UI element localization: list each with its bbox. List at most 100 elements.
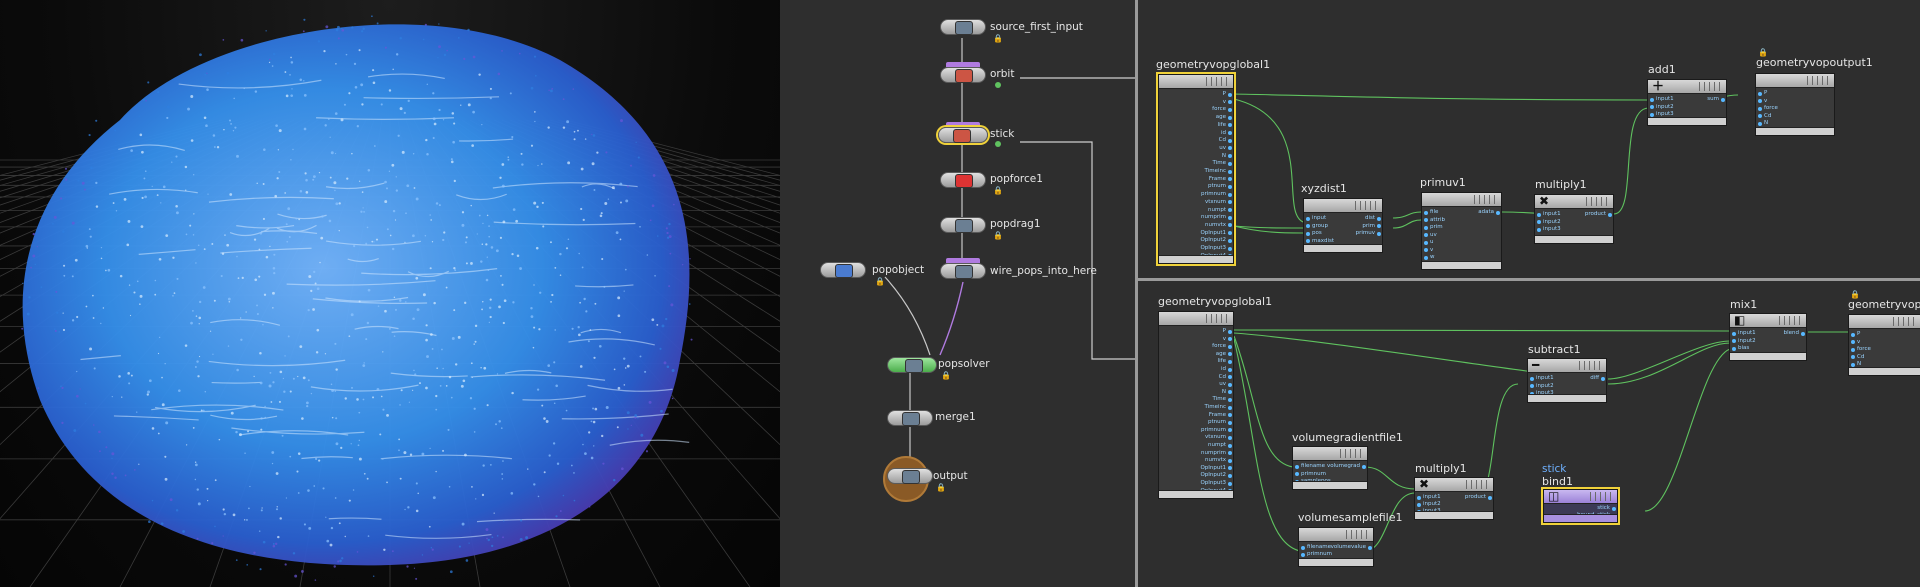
input-port[interactable]: [1424, 225, 1428, 230]
output-port[interactable]: [1228, 131, 1232, 135]
output-port[interactable]: [1228, 169, 1232, 174]
input-port[interactable]: [1758, 99, 1762, 103]
input-port[interactable]: [1306, 231, 1310, 236]
input-port[interactable]: [1851, 332, 1855, 337]
input-port[interactable]: [1424, 240, 1428, 245]
stick-node[interactable]: [938, 127, 988, 143]
output-port[interactable]: [1228, 92, 1232, 97]
input-port[interactable]: [1417, 495, 1421, 500]
volumesamplefile-node[interactable]: filenameprimnumsampleposvolumevalue: [1298, 527, 1374, 567]
output-port[interactable]: [1801, 331, 1805, 336]
output-port[interactable]: [1228, 382, 1232, 387]
output-port[interactable]: [1228, 443, 1232, 448]
input-port[interactable]: [1732, 346, 1736, 351]
output-port[interactable]: [1377, 224, 1381, 228]
output-port[interactable]: [1228, 192, 1232, 197]
volumegradientfile-node[interactable]: filenameprimnumsampleposvolumegrad: [1292, 446, 1368, 490]
input-port[interactable]: [1530, 384, 1534, 388]
wire-pops-into-here-node[interactable]: [940, 263, 986, 279]
input-port[interactable]: [1424, 255, 1428, 260]
output-port[interactable]: [1228, 344, 1232, 349]
source-first-input-node[interactable]: [940, 19, 986, 35]
output-port[interactable]: [1228, 231, 1232, 236]
input-port[interactable]: [1306, 216, 1310, 221]
input-port[interactable]: [1650, 105, 1654, 109]
input-port[interactable]: [1424, 248, 1428, 252]
output-port[interactable]: [1228, 329, 1232, 334]
input-port[interactable]: [1758, 91, 1762, 96]
input-port[interactable]: [1537, 220, 1541, 224]
input-port[interactable]: [1732, 339, 1736, 343]
input-port[interactable]: [1851, 355, 1855, 359]
popobject-node[interactable]: [820, 262, 866, 278]
input-port[interactable]: [1758, 114, 1762, 118]
input-port[interactable]: [1417, 502, 1421, 507]
input-port[interactable]: [1537, 212, 1541, 217]
output-port[interactable]: [1228, 375, 1232, 380]
output-port[interactable]: [1496, 210, 1500, 215]
input-port[interactable]: [1851, 362, 1855, 367]
input-port[interactable]: [1424, 210, 1428, 215]
output-port[interactable]: [1228, 161, 1232, 166]
output-port[interactable]: [1228, 473, 1232, 478]
input-port[interactable]: [1650, 97, 1654, 102]
output-port[interactable]: [1228, 435, 1232, 440]
pane-divider-horizontal[interactable]: [1138, 278, 1920, 281]
input-port[interactable]: [1295, 472, 1299, 476]
input-port[interactable]: [1758, 106, 1762, 111]
output-port[interactable]: [1228, 413, 1232, 418]
input-port[interactable]: [1851, 340, 1855, 344]
scene-viewport[interactable]: [0, 0, 780, 587]
input-port[interactable]: [1295, 464, 1299, 469]
output-port[interactable]: [1228, 390, 1232, 395]
input-port[interactable]: [1306, 224, 1310, 228]
input-port[interactable]: [1530, 376, 1534, 381]
input-port[interactable]: [1301, 545, 1305, 550]
output-port[interactable]: [1228, 367, 1232, 372]
output-port[interactable]: [1228, 138, 1232, 143]
orbit-node[interactable]: [940, 67, 986, 83]
output-port[interactable]: [1228, 208, 1232, 212]
input-port[interactable]: [1537, 227, 1541, 232]
output-port[interactable]: [1377, 231, 1381, 236]
output-port[interactable]: [1612, 506, 1616, 511]
output-port[interactable]: [1228, 184, 1232, 189]
output-port[interactable]: [1228, 397, 1232, 402]
output-port[interactable]: [1601, 376, 1605, 381]
output-port[interactable]: [1228, 223, 1232, 228]
input-port[interactable]: [1424, 218, 1428, 222]
output-port[interactable]: [1228, 352, 1232, 357]
output-port[interactable]: [1228, 123, 1232, 128]
bind-node[interactable]: ◫ stickbound_stick: [1543, 489, 1618, 523]
pane-divider-vertical[interactable]: [1135, 0, 1138, 587]
output-port[interactable]: [1228, 428, 1232, 433]
output-port[interactable]: [1228, 115, 1232, 120]
output-port[interactable]: [1228, 177, 1232, 182]
input-port[interactable]: [1650, 112, 1654, 117]
input-port[interactable]: [1306, 239, 1310, 243]
input-port[interactable]: [1732, 331, 1736, 336]
merge1-node[interactable]: [887, 410, 933, 426]
output-port[interactable]: [1362, 464, 1366, 469]
output-port[interactable]: [1228, 458, 1232, 463]
popdrag1-node[interactable]: [940, 217, 986, 233]
input-port[interactable]: [1424, 233, 1428, 237]
output-port[interactable]: [1228, 451, 1232, 456]
output-port[interactable]: [1228, 146, 1232, 151]
output-port[interactable]: [1228, 200, 1232, 205]
popsolver-node[interactable]: [887, 357, 937, 373]
input-port[interactable]: [1758, 121, 1762, 126]
output-port[interactable]: [1608, 212, 1612, 217]
input-port[interactable]: [1301, 552, 1305, 557]
dop-network-pane[interactable]: source_first_input 🔒 orbit stick popforc…: [780, 0, 1137, 587]
output-port[interactable]: [1228, 466, 1232, 471]
